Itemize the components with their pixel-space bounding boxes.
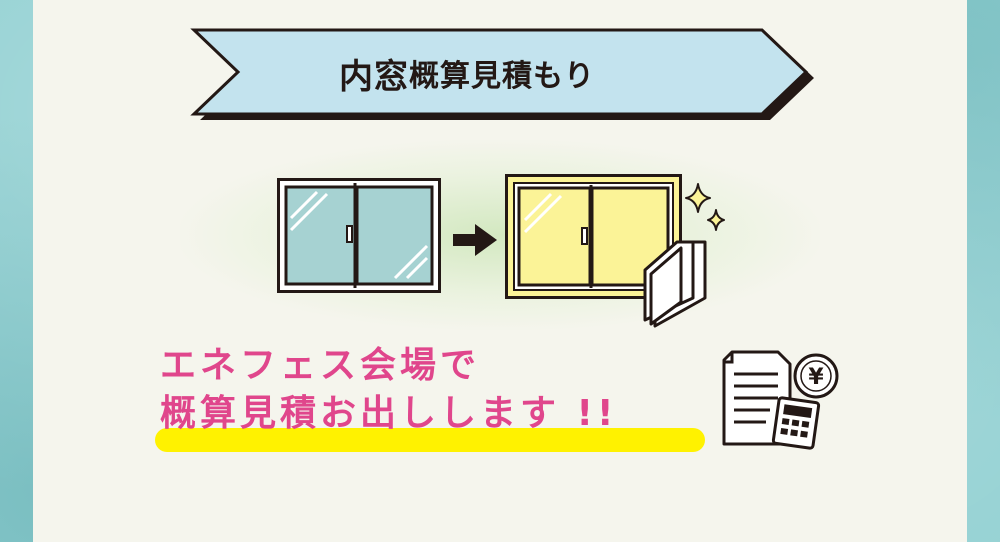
estimate-icon-group: ¥ — [722, 350, 839, 450]
double-sliding-window-icon — [277, 178, 441, 293]
headline-line-2: 概算見積お出しします !! — [160, 393, 618, 434]
banner-title-main: 内窓 — [339, 56, 409, 97]
headline-highlight — [155, 428, 705, 452]
yen-coin-icon: ¥ — [793, 353, 839, 399]
title-banner — [190, 28, 814, 120]
calculator-icon — [771, 396, 821, 450]
sparkle-icon — [685, 183, 725, 231]
headline: エネフェス会場で 概算見積お出しします !! — [160, 342, 720, 438]
window-with-inner-sash-icon — [505, 174, 707, 328]
right-arrow-icon — [453, 224, 497, 256]
yen-symbol: ¥ — [808, 365, 824, 390]
headline-line-1: エネフェス会場で — [160, 345, 481, 386]
banner-title: 内窓 概算見積もり — [160, 28, 774, 118]
banner-ribbon — [190, 28, 809, 116]
banner-title-sub: 概算見積もり — [409, 59, 595, 94]
